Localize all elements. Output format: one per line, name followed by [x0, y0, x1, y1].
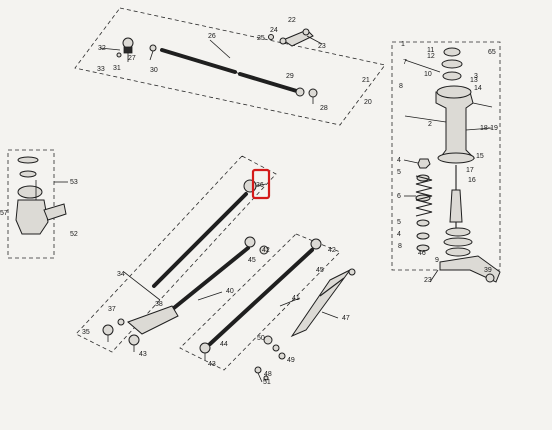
part-label-12: 12: [427, 53, 435, 60]
part-label-3: 3: [474, 73, 478, 80]
part-label-8: 8: [398, 243, 402, 250]
highlight-box-part-36: [251, 168, 271, 200]
part-label-45: 45: [316, 267, 324, 274]
part-label-31: 31: [113, 65, 121, 72]
group-right-frame: [179, 233, 341, 371]
part-label-35: 35: [82, 329, 90, 336]
part-label-44: 44: [220, 341, 228, 348]
right-tie-rod-group: [179, 233, 356, 383]
part-label-8: 8: [399, 83, 403, 90]
part-label-13: 13: [470, 77, 478, 84]
part-label-53: 53: [70, 179, 78, 186]
part-label-49: 49: [287, 357, 295, 364]
left-group-frame: [7, 149, 55, 259]
bracket-38: [127, 305, 179, 335]
king-pin-frame: [391, 41, 501, 271]
part-label-39: 39: [484, 267, 492, 274]
part-label-57: 57: [0, 210, 8, 217]
part-label-14: 14: [474, 85, 482, 92]
damper-47: [290, 269, 351, 338]
part-label-21: 21: [362, 77, 370, 84]
part-label-28: 28: [320, 105, 328, 112]
tie-rod-45: [208, 248, 314, 346]
tie-rod-40: [162, 246, 250, 318]
steering-arm-39: [439, 255, 501, 283]
part-label-42: 42: [328, 247, 336, 254]
part-label-24: 24: [270, 27, 278, 34]
part-label-11: 11: [427, 47, 434, 54]
part-label-30: 30: [150, 67, 158, 74]
part-label-23: 23: [318, 43, 326, 50]
part-label-5: 5: [397, 219, 401, 226]
part-label-34: 34: [117, 271, 125, 278]
part-label-46: 46: [418, 250, 426, 257]
part-label-6: 6: [397, 193, 401, 200]
part-label-4: 4: [397, 157, 401, 164]
part-label-36: 36: [256, 182, 264, 189]
part-label-18-19: 18-19: [480, 125, 498, 132]
part-label-50: 50: [257, 335, 265, 342]
part-label-47: 47: [342, 315, 350, 322]
leader-lines: [99, 39, 447, 319]
part-label-5: 5: [397, 169, 401, 176]
top-group-frame: [74, 7, 386, 126]
part-label-9: 9: [435, 257, 439, 264]
part-label-4: 4: [397, 231, 401, 238]
part-label-25: 25: [257, 35, 265, 42]
ball-joint-left: [122, 37, 134, 49]
part-number-labels: 123456548789101112131415161718-192021222…: [0, 17, 498, 386]
top-drag-link-group: [74, 7, 386, 126]
group-34-frame: [75, 155, 277, 353]
ball-joint-right: [308, 88, 318, 98]
part-label-22: 22: [288, 17, 296, 24]
part-label-1: 1: [401, 41, 405, 48]
part-label-2: 2: [428, 121, 432, 128]
part-label-45: 45: [248, 257, 256, 264]
part-label-7: 7: [403, 59, 407, 66]
part-label-32: 32: [98, 45, 106, 52]
part-label-26: 26: [208, 33, 216, 40]
part-label-51: 51: [263, 379, 271, 386]
part-label-23: 23: [424, 277, 432, 284]
spring: [415, 175, 433, 217]
steering-housing: [435, 91, 476, 159]
part-label-33: 33: [97, 66, 105, 73]
part-label-37: 37: [108, 306, 116, 313]
part-label-48: 48: [264, 371, 272, 378]
part-label-38: 38: [155, 301, 163, 308]
part-label-16: 16: [468, 177, 476, 184]
rod-end-36: [243, 179, 257, 193]
part-label-15: 15: [476, 153, 484, 160]
part-label-27: 27: [128, 55, 136, 62]
part-label-43: 43: [139, 351, 147, 358]
part-label-40: 40: [226, 288, 234, 295]
tie-rod-36: [152, 192, 248, 288]
part-label-17: 17: [466, 167, 474, 174]
center-tie-rod-group: [75, 155, 277, 353]
rod-26-right: [238, 72, 302, 94]
part-label-29: 29: [286, 73, 294, 80]
king-pin-group: [391, 41, 501, 283]
left-edge-group: [7, 149, 68, 259]
part-label-52: 52: [70, 231, 78, 238]
rod-26-left: [160, 48, 237, 74]
left-housing: [15, 199, 49, 235]
part-label-42: 42: [262, 247, 270, 254]
part-label-41: 41: [292, 295, 300, 302]
part-label-65: 65: [488, 49, 496, 56]
part-label-10: 10: [424, 71, 432, 78]
part-label-20: 20: [364, 99, 372, 106]
part-label-43: 43: [208, 361, 216, 368]
